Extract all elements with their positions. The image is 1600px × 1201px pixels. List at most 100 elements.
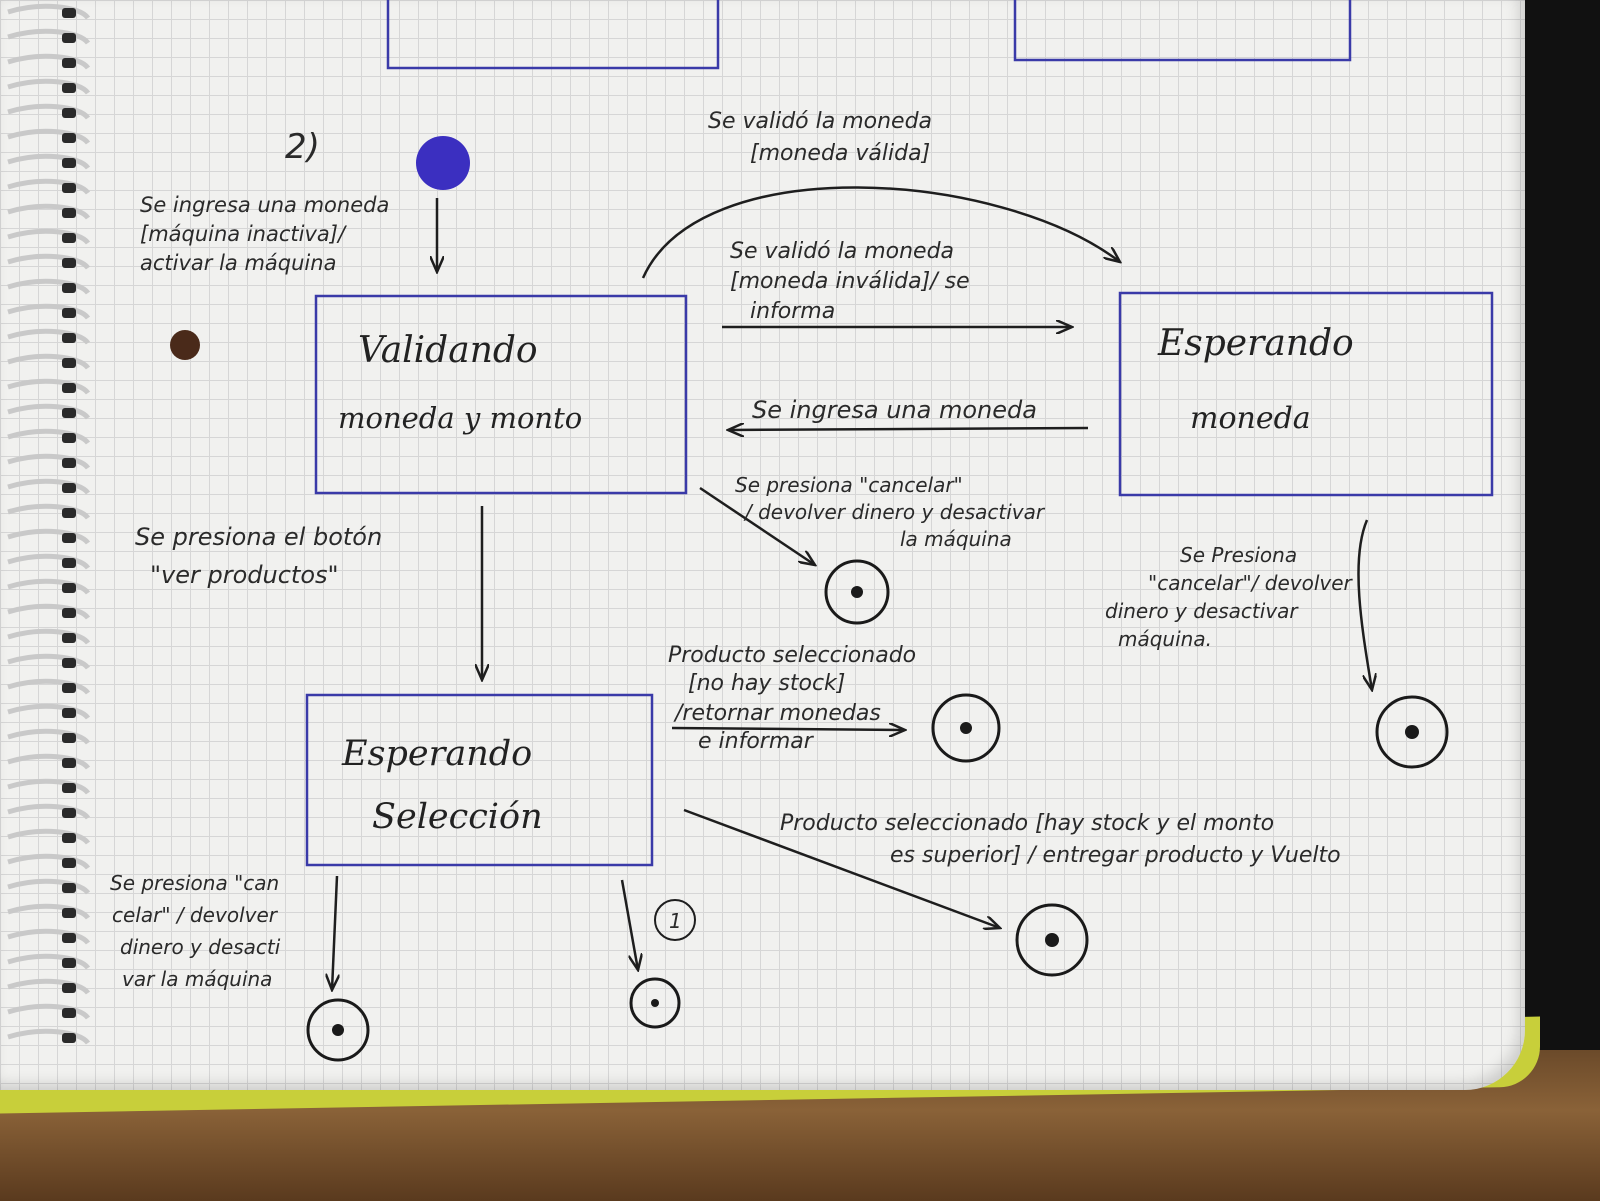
spiral-hole xyxy=(62,758,76,768)
previous-state-box-right xyxy=(1013,0,1352,62)
spiral-hole xyxy=(62,858,76,868)
spiral-hole xyxy=(62,833,76,843)
spiral-ring xyxy=(7,953,91,970)
spiral-ring xyxy=(7,178,91,195)
spiral-ring xyxy=(7,28,91,45)
spiral-ring xyxy=(7,453,91,470)
spiral-ring xyxy=(7,378,91,395)
state-esperando-moneda-subtitle: moneda xyxy=(1190,401,1311,436)
spiral-hole xyxy=(62,233,76,243)
arrow-valid-coin xyxy=(641,186,1120,279)
label-no-stock: Producto seleccionado [no hay stock] /re… xyxy=(668,643,923,754)
spiral-ring xyxy=(7,1028,91,1045)
spiral-ring xyxy=(7,203,91,220)
arrow-no-stock xyxy=(671,728,905,730)
final-state-cancel-esperando-moneda xyxy=(1375,695,1449,769)
spiral-hole xyxy=(62,608,76,618)
spiral-hole xyxy=(62,783,76,793)
note-1-marker: 1 xyxy=(654,899,696,941)
final-state-no-stock xyxy=(931,693,1001,763)
spiral-hole xyxy=(62,383,76,393)
spiral-hole xyxy=(62,1008,76,1018)
spiral-ring xyxy=(7,303,91,320)
arrow-insert-coin xyxy=(728,428,1089,430)
spiral-ring xyxy=(7,103,91,120)
label-invalid-coin: Se validó la moneda [moneda inválida]/ s… xyxy=(730,239,977,324)
state-validando-title: Validando xyxy=(358,330,538,371)
spiral-ring xyxy=(7,428,91,445)
spiral-hole xyxy=(62,883,76,893)
spiral-hole xyxy=(62,733,76,743)
spiral-ring xyxy=(7,928,91,945)
question-number: 2) xyxy=(285,127,320,167)
spiral-hole xyxy=(62,908,76,918)
spiral-ring xyxy=(7,128,91,145)
spiral-hole xyxy=(62,58,76,68)
spiral-ring xyxy=(7,878,91,895)
label-ver-productos: Se presiona el botón "ver productos" xyxy=(135,523,390,589)
spiral-hole xyxy=(62,558,76,568)
spiral-ring xyxy=(7,228,91,245)
spiral-ring xyxy=(7,678,91,695)
label-cancel-validando: Se presiona "cancelar" / devolver dinero… xyxy=(735,473,1050,551)
note-1-number: 1 xyxy=(669,909,682,933)
spiral-hole xyxy=(62,508,76,518)
state-esperando-moneda: Esperando moneda xyxy=(1118,291,1494,497)
spiral-hole xyxy=(62,533,76,543)
spiral-ring xyxy=(7,278,91,295)
final-state-stock-ok xyxy=(1015,903,1089,977)
spiral-ring xyxy=(7,1003,91,1020)
spiral-hole xyxy=(62,983,76,993)
spiral-ring xyxy=(7,853,91,870)
spiral-ring xyxy=(7,153,91,170)
state-validando-subtitle: moneda y monto xyxy=(338,401,582,435)
spiral-hole xyxy=(62,283,76,293)
spiral-ring xyxy=(7,603,91,620)
spiral-ring xyxy=(7,753,91,770)
spiral-binding xyxy=(7,3,91,1045)
arrow-cancel-validando xyxy=(699,486,815,565)
spiral-hole xyxy=(62,208,76,218)
spiral-hole xyxy=(62,183,76,193)
spiral-ring xyxy=(7,553,91,570)
previous-state-box-left xyxy=(386,0,720,70)
spiral-ring xyxy=(7,828,91,845)
spiral-ring xyxy=(7,3,91,20)
spiral-hole xyxy=(62,633,76,643)
spiral-hole xyxy=(62,258,76,268)
spiral-hole xyxy=(62,33,76,43)
spiral-hole xyxy=(62,358,76,368)
arrow-cancel-esperando-moneda xyxy=(1357,519,1372,690)
spiral-hole xyxy=(62,108,76,118)
label-stock-ok: Producto seleccionado [hay stock y el mo… xyxy=(780,811,1341,868)
spiral-hole xyxy=(62,583,76,593)
state-esperando-seleccion-subtitle: Selección xyxy=(372,797,543,837)
spiral-hole xyxy=(62,8,76,18)
spiral-hole xyxy=(62,808,76,818)
spiral-ring xyxy=(7,503,91,520)
spiral-hole xyxy=(62,958,76,968)
spiral-ring xyxy=(7,478,91,495)
arrow-cancel-seleccion xyxy=(332,875,337,990)
state-validando: Validando moneda y monto xyxy=(314,294,688,495)
spiral-hole xyxy=(62,133,76,143)
arrow-note-1 xyxy=(620,879,638,970)
spiral-hole xyxy=(62,458,76,468)
spiral-hole xyxy=(62,658,76,668)
spiral-ring xyxy=(7,803,91,820)
spiral-ring xyxy=(7,353,91,370)
label-insert-coin: Se ingresa una moneda xyxy=(752,396,1037,424)
spiral-ring xyxy=(7,628,91,645)
final-state-note-1 xyxy=(629,977,681,1029)
spiral-hole xyxy=(62,333,76,343)
spiral-hole xyxy=(62,408,76,418)
spiral-ring xyxy=(7,528,91,545)
initial-transition-label: Se ingresa una moneda [máquina inactiva]… xyxy=(140,193,396,275)
spiral-hole xyxy=(62,683,76,693)
spiral-hole xyxy=(62,1033,76,1043)
state-esperando-seleccion: Esperando Selección xyxy=(305,693,654,867)
state-esperando-seleccion-title: Esperando xyxy=(341,734,532,774)
punch-hole xyxy=(170,330,200,360)
spiral-ring xyxy=(7,703,91,720)
